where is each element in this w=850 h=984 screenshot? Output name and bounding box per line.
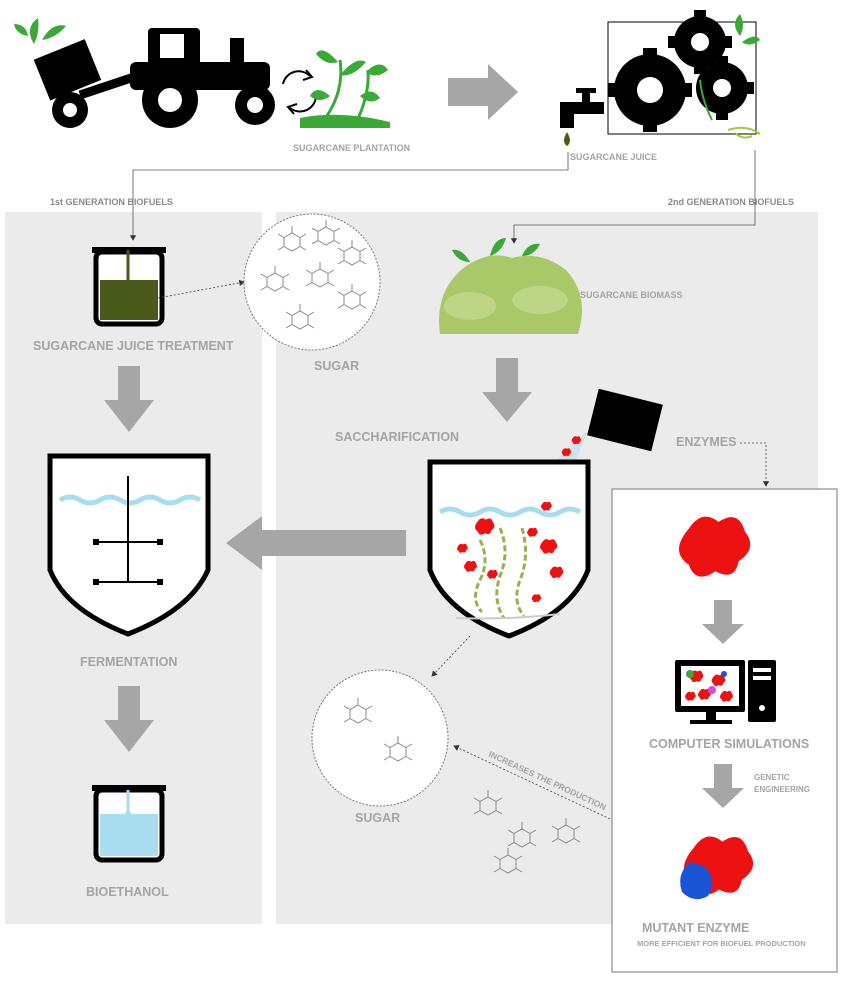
sugarcane-juice-label: SUGARCANE JUICE	[570, 152, 657, 162]
computer-simulations-label: COMPUTER SIMULATIONS	[649, 737, 809, 751]
juice-to-sugar-connector	[157, 279, 245, 299]
reactor-icon	[47, 453, 211, 637]
connector-second-gen	[510, 150, 756, 244]
genetic-label: GENETIC	[754, 773, 790, 782]
mutant-enzyme-sublabel: MORE EFFICIENT FOR BIOFUEL PRODUCTION	[637, 939, 806, 948]
sugar-top-label: SUGAR	[314, 359, 359, 373]
juice-treatment-label: SUGARCANE JUICE TREATMENT	[33, 339, 234, 353]
engineering-label: ENGINEERING	[754, 785, 810, 794]
sugar-circle-bottom	[311, 669, 449, 807]
enzymes-label: ENZYMES	[676, 435, 736, 449]
sugarcane-plantation-label: SUGARCANE PLANTATION	[293, 143, 410, 153]
bioethanol-label: BIOETHANOL	[86, 885, 169, 899]
reactor-to-sugar-connector	[431, 635, 471, 677]
plant-icon	[300, 50, 390, 128]
bag-icon	[587, 388, 663, 452]
faucet-icon	[560, 88, 604, 146]
computer-icon	[675, 660, 776, 724]
jar-icon	[92, 247, 166, 327]
saccharification-label: SACCHARIFICATION	[335, 430, 459, 444]
tractor-icon	[14, 18, 275, 128]
enzymes-connector	[740, 442, 770, 487]
connector-first-gen	[129, 152, 569, 241]
biomass-icon	[439, 238, 582, 334]
arrow-to-fermentation	[226, 516, 406, 570]
first-gen-label: 1st GENERATION BIOFUELS	[50, 197, 173, 207]
arrow-simulation-down	[702, 764, 744, 808]
arrow-enzyme-down	[702, 600, 744, 644]
recycle-icon	[282, 69, 317, 115]
arrow-to-mill	[448, 64, 518, 120]
increases-connector	[453, 745, 669, 847]
sugarcane-biomass-label: SUGARCANE BIOMASS	[580, 290, 683, 300]
arrow-fermentation-down	[104, 686, 154, 752]
arrow-biomass-down	[482, 358, 532, 422]
jar-icon	[92, 785, 166, 863]
enzyme-icon	[680, 836, 754, 900]
second-gen-label: 2nd GENERATION BIOFUELS	[668, 197, 794, 207]
mutant-enzyme-label: MUTANT ENZYME	[642, 921, 749, 935]
arrow-treatment-down	[104, 366, 154, 432]
fermentation-label: FERMENTATION	[80, 655, 177, 669]
gears-icon	[607, 10, 761, 139]
sugar-bottom-label: SUGAR	[355, 811, 400, 825]
